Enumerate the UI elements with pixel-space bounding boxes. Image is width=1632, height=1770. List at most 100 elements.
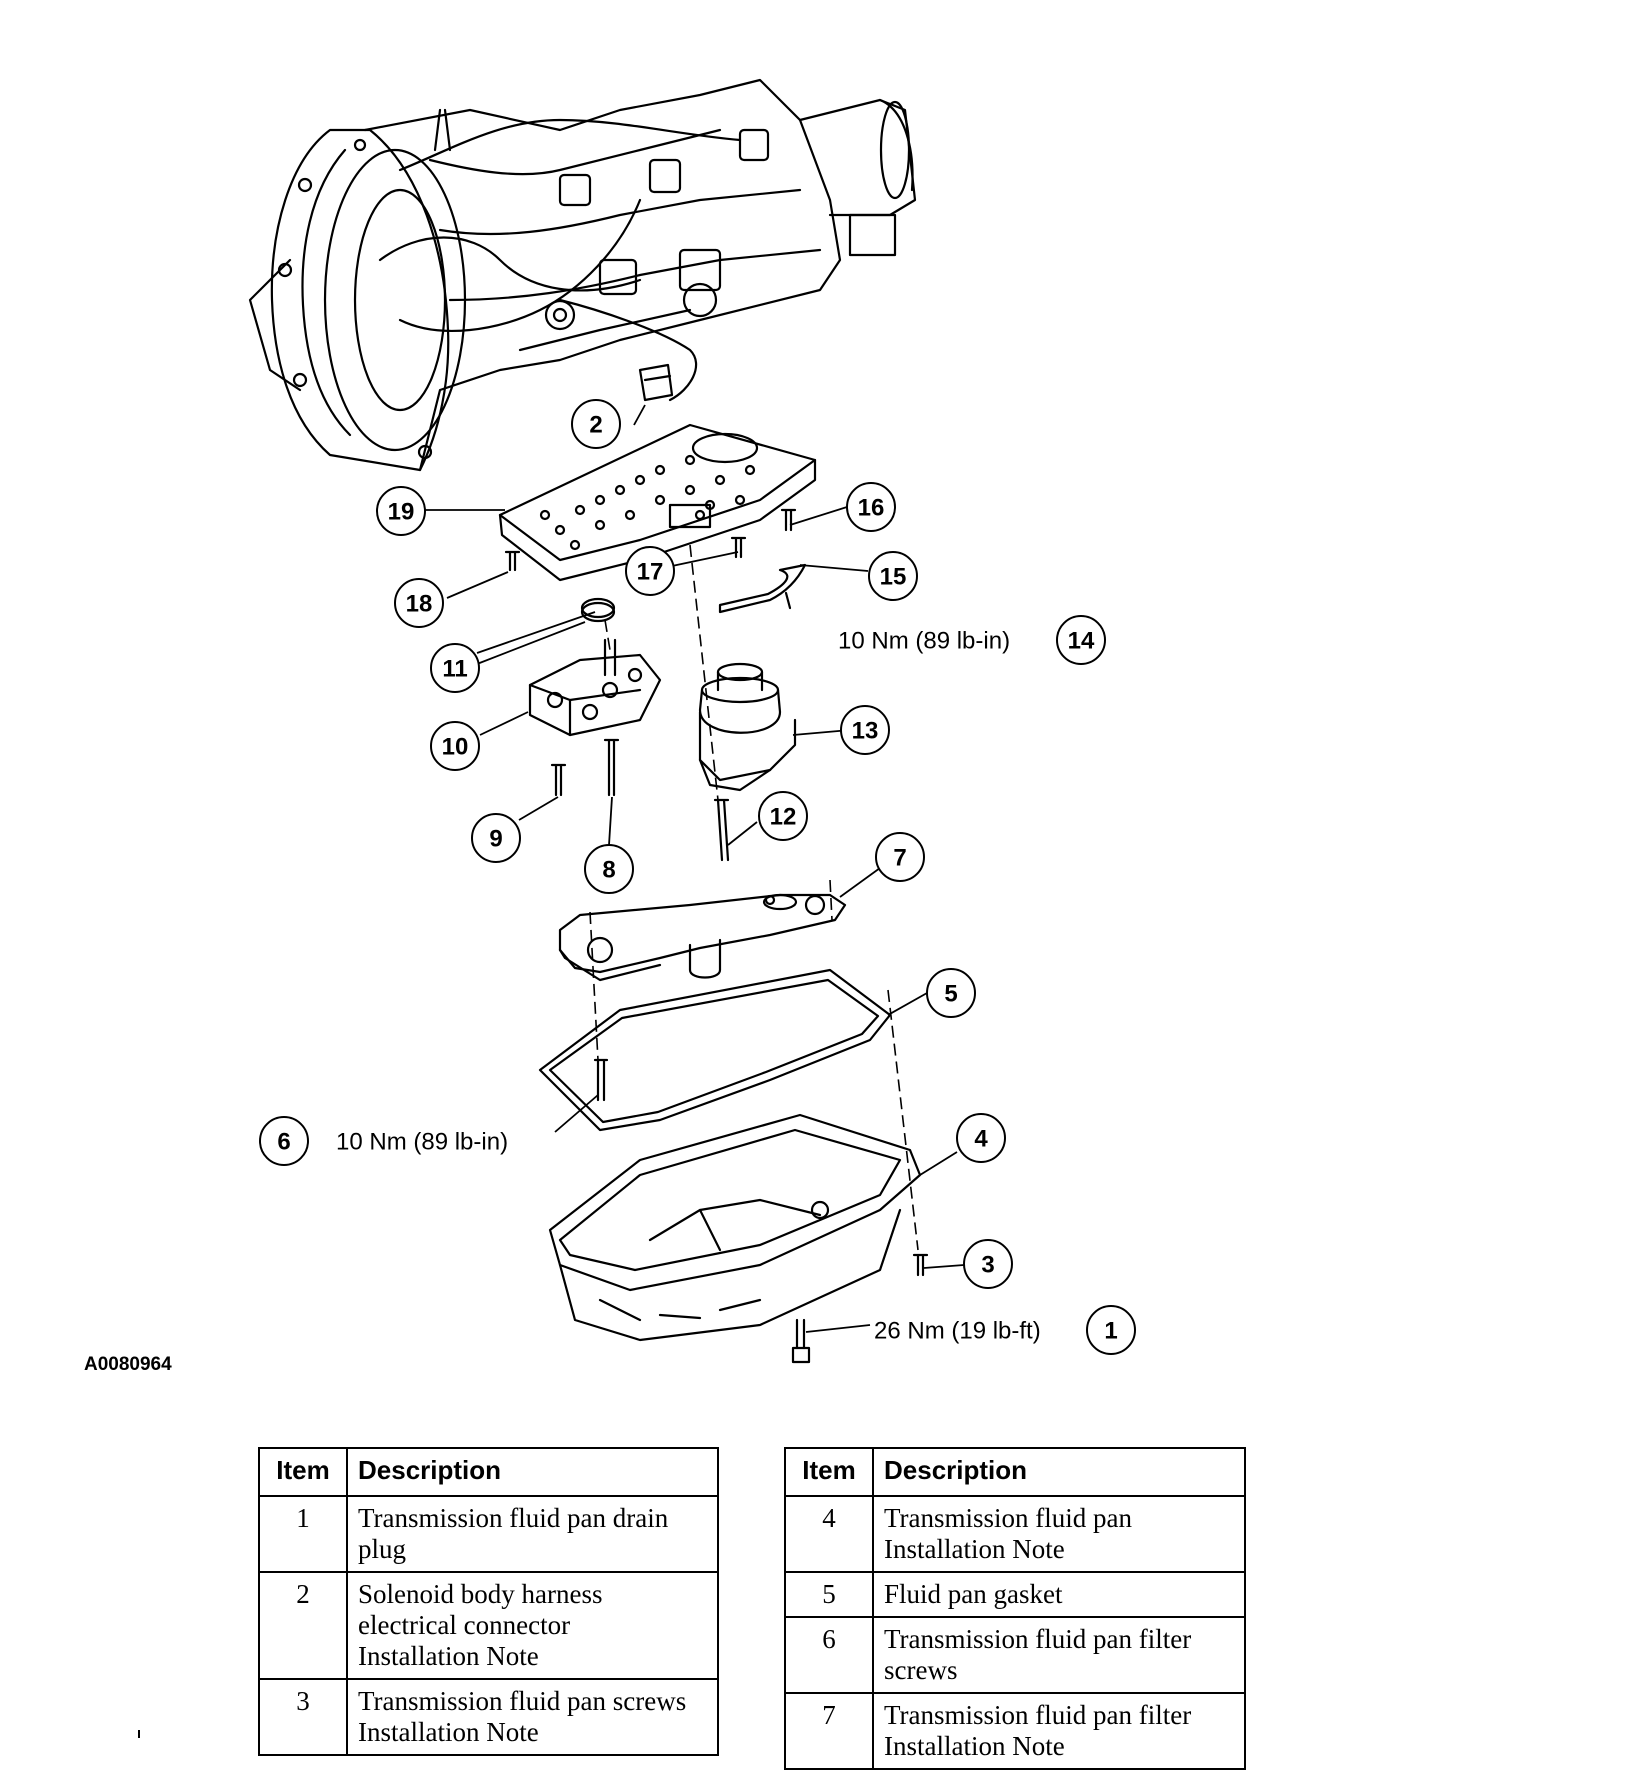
- item-number: 6: [784, 1616, 874, 1694]
- item-description: Transmission fluid pan filter screws: [872, 1616, 1246, 1694]
- callout-circle-2: [571, 399, 621, 449]
- callout-number-10: 10: [442, 734, 469, 761]
- callout-number-2: 2: [589, 412, 602, 439]
- pan-screw-drawing: [912, 1253, 929, 1277]
- description-line: Fluid pan gasket: [884, 1579, 1063, 1609]
- column-header-item: Item: [784, 1447, 874, 1497]
- callout-circle-18: [394, 578, 444, 628]
- legend-table-left: Item Description 1 Transmission fluid pa…: [258, 1447, 719, 1756]
- callout-number-8: 8: [602, 857, 615, 884]
- o-ring-drawing: [580, 597, 616, 623]
- description-line: Transmission fluid pan filter: [884, 1624, 1192, 1654]
- item-description: Transmission fluid pan drain plug: [346, 1495, 719, 1573]
- description-line: Transmission fluid pan screws: [358, 1686, 687, 1716]
- callout-circle-11: [430, 643, 480, 693]
- item-number: 2: [258, 1571, 348, 1680]
- table-row: 6 Transmission fluid pan filter screws: [784, 1616, 1246, 1694]
- callout-number-5: 5: [944, 981, 957, 1008]
- item-description: Solenoid body harness electrical connect…: [346, 1571, 719, 1680]
- item-description: Transmission fluid pan screws Installati…: [346, 1678, 719, 1756]
- callout-number-3: 3: [981, 1252, 994, 1279]
- callout-circle-7: [875, 832, 925, 882]
- callout-number-1: 1: [1104, 1318, 1117, 1345]
- callout-circle-5: [926, 968, 976, 1018]
- valve-body-bolts-drawing: [504, 508, 807, 614]
- installation-note-link[interactable]: Installation Note: [358, 1717, 539, 1747]
- callout-number-7: 7: [893, 845, 906, 872]
- exploded-transmission-diagram: 2 19 16 17 15 18 14 11 10 13 12 9 8 7 5 …: [248, 78, 1136, 1364]
- table-row: 2 Solenoid body harness electrical conne…: [258, 1571, 719, 1680]
- transmission-assembly-drawing: [248, 78, 917, 472]
- description-line: Transmission fluid pan: [884, 1503, 1133, 1533]
- item-number: 4: [784, 1495, 874, 1573]
- callout-circle-12: [758, 791, 808, 841]
- item-description: Fluid pan gasket: [872, 1571, 1246, 1618]
- column-header-description: Description: [872, 1447, 1246, 1497]
- callout-number-18: 18: [406, 591, 433, 618]
- item-number: 7: [784, 1692, 874, 1770]
- pump-assembly-drawing: [698, 662, 797, 792]
- callout-circle-14: [1056, 615, 1106, 665]
- callout-number-16: 16: [858, 495, 885, 522]
- table-row: 3 Transmission fluid pan screws Installa…: [258, 1678, 719, 1756]
- callout-number-9: 9: [489, 826, 502, 853]
- description-line: Solenoid body harness: [358, 1579, 603, 1609]
- installation-note-link[interactable]: Installation Note: [884, 1731, 1065, 1761]
- table-row: 4 Transmission fluid pan Installation No…: [784, 1495, 1246, 1573]
- torque-label-item-6: 10 Nm (89 lb-in): [336, 1129, 508, 1156]
- item-number: 3: [258, 1678, 348, 1756]
- callout-circle-15: [868, 551, 918, 601]
- callout-number-6: 6: [277, 1129, 290, 1156]
- fluid-pan-gasket-drawing: [538, 968, 892, 1132]
- installation-note-link[interactable]: Installation Note: [884, 1534, 1065, 1564]
- callout-number-19: 19: [388, 499, 415, 526]
- callout-circle-17: [625, 546, 675, 596]
- callout-circle-8: [584, 844, 634, 894]
- callout-circle-1: [1086, 1305, 1136, 1355]
- callout-circle-9: [471, 813, 521, 863]
- alignment-lines: [589, 544, 919, 1251]
- leader-lines: [298, 404, 1095, 1333]
- description-line: plug: [358, 1534, 407, 1564]
- torque-label-item-14: 10 Nm (89 lb-in): [838, 628, 1010, 655]
- callout-number-14: 14: [1068, 628, 1095, 655]
- callout-circle-10: [430, 721, 480, 771]
- drain-plug-drawing: [791, 1318, 811, 1364]
- column-header-description: Description: [346, 1447, 719, 1497]
- description-line: Transmission fluid pan drain: [358, 1503, 669, 1533]
- item-number: 1: [258, 1495, 348, 1573]
- item-description: Transmission fluid pan filter Installati…: [872, 1692, 1246, 1770]
- description-line: Transmission fluid pan filter: [884, 1700, 1192, 1730]
- table-row: 7 Transmission fluid pan filter Installa…: [784, 1692, 1246, 1770]
- torque-label-item-1: 26 Nm (19 lb-ft): [874, 1318, 1041, 1345]
- column-header-item: Item: [258, 1447, 348, 1497]
- callout-circle-3: [963, 1239, 1013, 1289]
- item-description: Transmission fluid pan Installation Note: [872, 1495, 1246, 1573]
- transmission-filter-drawing: [558, 893, 847, 982]
- callout-circle-13: [840, 705, 890, 755]
- callout-number-11: 11: [442, 656, 467, 683]
- callout-number-15: 15: [880, 564, 907, 591]
- callout-number-12: 12: [770, 804, 797, 831]
- filter-screw-drawing: [593, 1058, 609, 1102]
- callout-number-17: 17: [637, 559, 664, 586]
- figure-id: A0080964: [84, 1354, 172, 1375]
- callout-circle-16: [846, 482, 896, 532]
- description-line: electrical connector: [358, 1610, 571, 1640]
- description-line: screws: [884, 1655, 958, 1685]
- solenoid-body-drawing: [528, 638, 662, 737]
- item-number: 5: [784, 1571, 874, 1618]
- callout-number-4: 4: [974, 1126, 988, 1153]
- legend-table-right: Item Description 4 Transmission fluid pa…: [784, 1447, 1246, 1770]
- callout-number-13: 13: [852, 718, 879, 745]
- callout-circle-4: [956, 1113, 1006, 1163]
- installation-note-link[interactable]: Installation Note: [358, 1641, 539, 1671]
- callout-circle-19: [376, 486, 426, 536]
- table-row: 5 Fluid pan gasket: [784, 1571, 1246, 1618]
- transmission-fluid-pan-drawing: [548, 1113, 922, 1342]
- callout-circle-6: [259, 1116, 309, 1166]
- pump-bolt-drawing: [713, 798, 730, 862]
- page-mark: [138, 1730, 140, 1738]
- table-row: 1 Transmission fluid pan drain plug: [258, 1495, 719, 1573]
- solenoid-body-bolts-drawing: [550, 738, 620, 797]
